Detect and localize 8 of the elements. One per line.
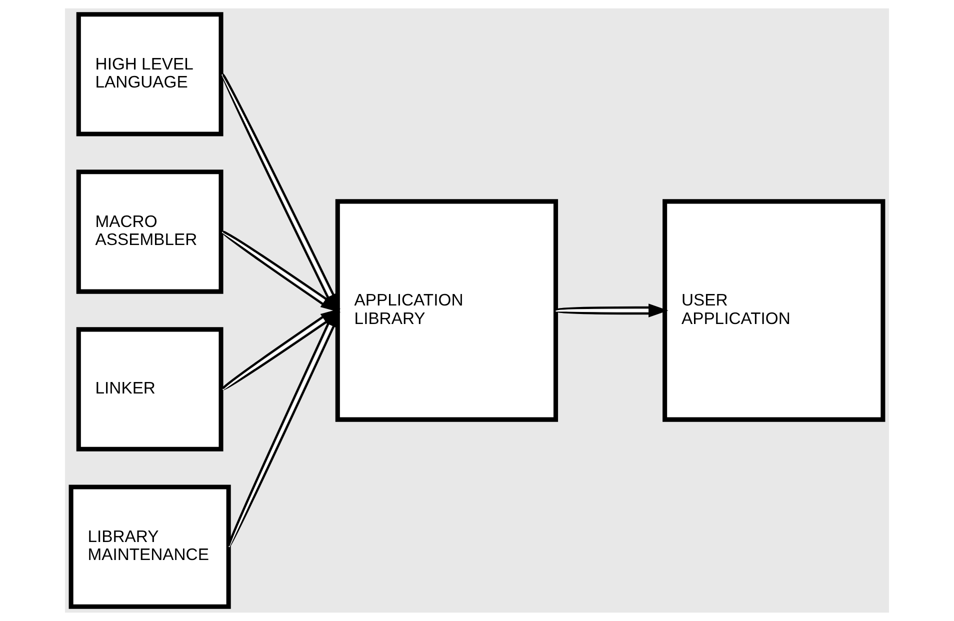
node-box: LIBRARY MAINTENANCE <box>68 484 231 609</box>
node-box: HIGH LEVEL LANGUAGE <box>76 12 224 136</box>
node-box: MACRO ASSEMBLER <box>76 170 224 294</box>
node-box: USER APPLICATION <box>662 199 886 422</box>
node-box: LINKER <box>76 327 224 452</box>
node-box: APPLICATION LIBRARY <box>335 199 558 422</box>
arrow <box>222 230 340 312</box>
arrow <box>555 304 668 318</box>
